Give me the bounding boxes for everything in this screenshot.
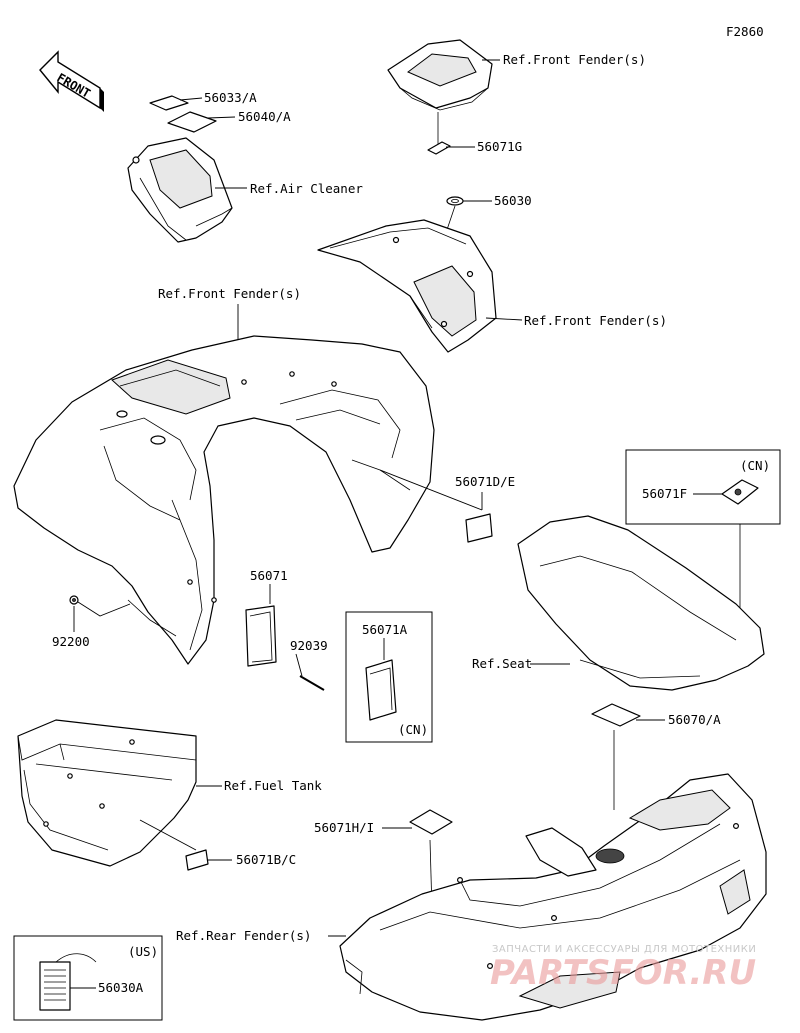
label-56070a: 56070/A: [668, 712, 721, 727]
watermark-tagline: ЗАПЧАСТИ И АКСЕССУАРЫ ДЛЯ МОТОТЕХНИКИ: [492, 944, 756, 955]
label-ref-seat: Ref.Seat: [472, 656, 532, 671]
us-box-56030a: [13, 935, 163, 1021]
label-92039: 92039: [290, 638, 328, 653]
seat-icon: [517, 515, 765, 691]
label-ref-air-cleaner: Ref.Air Cleaner: [250, 181, 363, 196]
front-fender-right-icon: [317, 219, 497, 353]
label-cn-1: (CN): [740, 458, 770, 473]
decal-56070a-icon: [591, 703, 641, 727]
label-ref-front-fender-top: Ref.Front Fender(s): [503, 52, 646, 67]
decal-56071hi-icon: [409, 809, 453, 835]
label-92200: 92200: [52, 634, 90, 649]
label-56071f: 56071F: [642, 486, 687, 501]
diagram-code: F2860: [726, 24, 764, 39]
label-56030: 56030: [494, 193, 532, 208]
label-us: (US): [128, 944, 158, 959]
label-cn-2: (CN): [398, 722, 428, 737]
decal-56071g-icon: [427, 141, 451, 155]
front-fender-small-icon: [387, 39, 493, 111]
decal-56071f-icon: [721, 479, 759, 505]
decal-56071bc-icon: [185, 849, 209, 871]
rear-fender-icon: [339, 773, 767, 1021]
front-arrow-icon: FRONT: [39, 50, 104, 112]
label-56071hi: 56071H/I: [314, 820, 374, 835]
label-56071: 56071: [250, 568, 288, 583]
tag-56030a-icon: [39, 953, 97, 1011]
air-cleaner-cover-icon: [127, 137, 233, 243]
label-ref-rear-fender: Ref.Rear Fender(s): [176, 928, 311, 943]
decal-56033a-icon: [149, 95, 189, 111]
cn-box-56071a: [345, 611, 433, 743]
decal-56071a-icon: [365, 659, 397, 721]
label-56071a: 56071A: [362, 622, 408, 637]
decal-56071de-icon: [465, 513, 493, 543]
label-ref-fuel-tank: Ref.Fuel Tank: [224, 778, 322, 793]
label-56040a: 56040/A: [238, 109, 291, 124]
label-ref-front-fender-main: Ref.Front Fender(s): [158, 286, 301, 301]
label-56071de: 56071D/E: [455, 474, 515, 489]
cable-tie-92039-icon: [299, 675, 325, 691]
label-ref-front-fender-right: Ref.Front Fender(s): [524, 313, 667, 328]
cn-box-56071f: [625, 449, 781, 525]
label-56071bc: 56071B/C: [236, 852, 296, 867]
label-56030a: 56030A: [98, 980, 144, 995]
decal-56040a-icon: [167, 111, 217, 133]
watermark-logo: PARTSFOR.RU: [490, 953, 756, 993]
label-56071g: 56071G: [477, 139, 522, 154]
decal-56071-icon: [245, 605, 277, 667]
fuel-tank-icon: [17, 719, 197, 867]
front-fender-main-icon: [13, 335, 435, 665]
label-56033a: 56033/A: [204, 90, 257, 105]
grommet-56030-icon: [446, 196, 464, 206]
